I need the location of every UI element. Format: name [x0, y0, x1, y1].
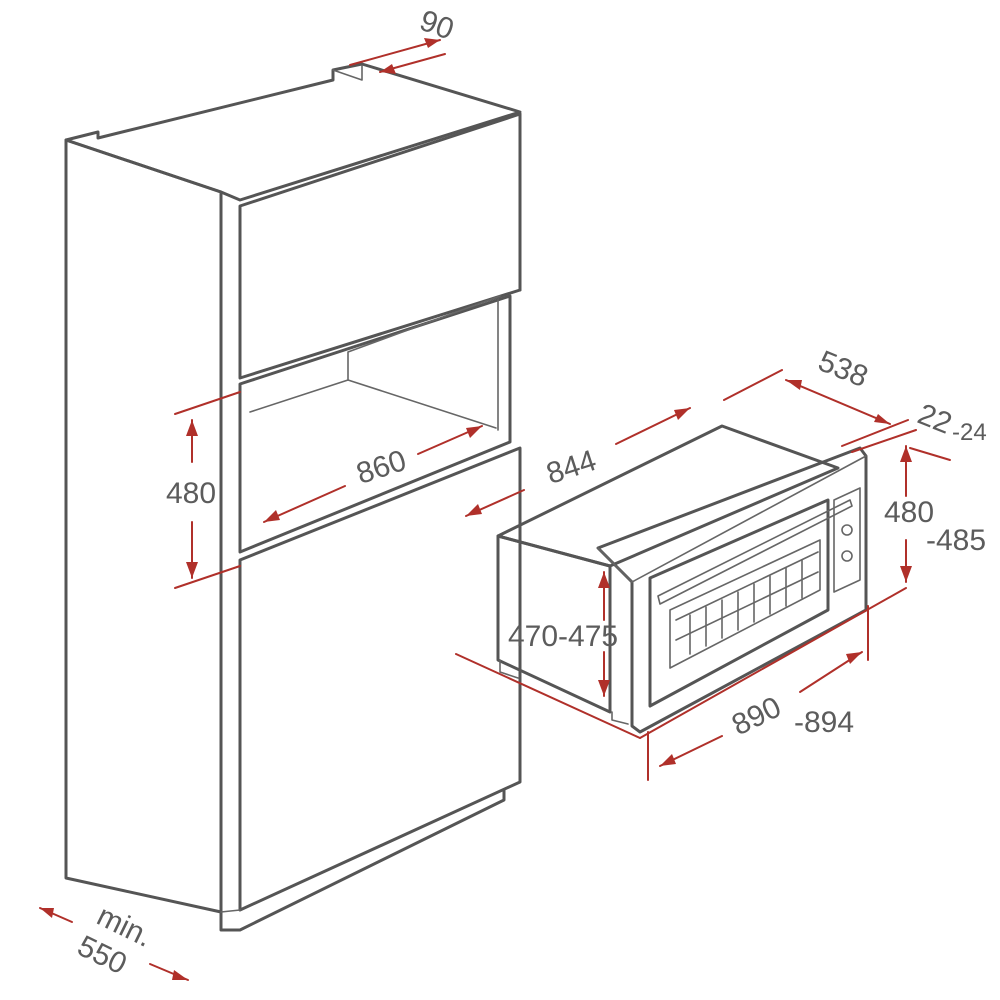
dim-door-thickness: [841, 419, 951, 461]
cabinet-top: [64, 62, 522, 202]
oven-door-window: [669, 539, 821, 669]
oven-niche: [238, 294, 512, 554]
oven-rack: [675, 551, 819, 655]
dim-oven-base: [455, 587, 907, 781]
dim-cabinet-depth: [39, 907, 189, 981]
label-niche-height: 480: [166, 477, 216, 510]
control-knob-upper[interactable]: [841, 524, 853, 536]
niche-back: [249, 295, 501, 413]
dim-front-height: [900, 445, 912, 583]
oven-front-frame: [596, 446, 868, 734]
label-front-height: 480: [884, 496, 934, 529]
dim-rear-gap: [349, 38, 446, 74]
label-oven-depth: 538: [814, 345, 873, 394]
oven: [496, 424, 868, 734]
label-body-height: 470-475: [508, 620, 618, 653]
cabinet-plinth: [220, 909, 241, 913]
label-niche-width: 860: [352, 444, 410, 491]
label-front-width-max: -894: [794, 706, 854, 739]
dim-body-height: [598, 571, 610, 697]
oven-body-top: [496, 424, 840, 568]
oven-door: [648, 498, 830, 708]
dimension-lines: [39, 38, 951, 981]
cabinet: [64, 62, 522, 932]
oven-foot-left: [499, 659, 519, 679]
lower-front-panel: [238, 446, 522, 912]
label-door-thickness: 22: [913, 398, 956, 441]
oven-control-panel: [833, 487, 861, 593]
dim-front-width: [659, 651, 863, 767]
dim-niche-width: [263, 425, 483, 523]
lower-panel-base: [219, 788, 506, 932]
label-front-height-max: -485: [926, 524, 986, 557]
dim-niche-height: [174, 391, 241, 589]
oven-foot-right: [611, 711, 629, 725]
dim-oven-depth: [723, 369, 891, 425]
label-front-width: 890: [727, 691, 786, 743]
oven-front-top-edge: [597, 455, 867, 583]
label-oven-body-width: 844: [542, 444, 600, 491]
label-rear-gap: 90: [415, 4, 458, 46]
oven-door-handle[interactable]: [657, 499, 853, 605]
label-door-thickness-max: -24: [952, 419, 987, 446]
cabinet-side-panel: [64, 138, 223, 914]
control-knob-lower[interactable]: [841, 550, 853, 562]
cabinet-rear-lip: [332, 65, 363, 81]
dim-oven-body-width: [465, 407, 691, 517]
niche-floor: [347, 379, 497, 429]
